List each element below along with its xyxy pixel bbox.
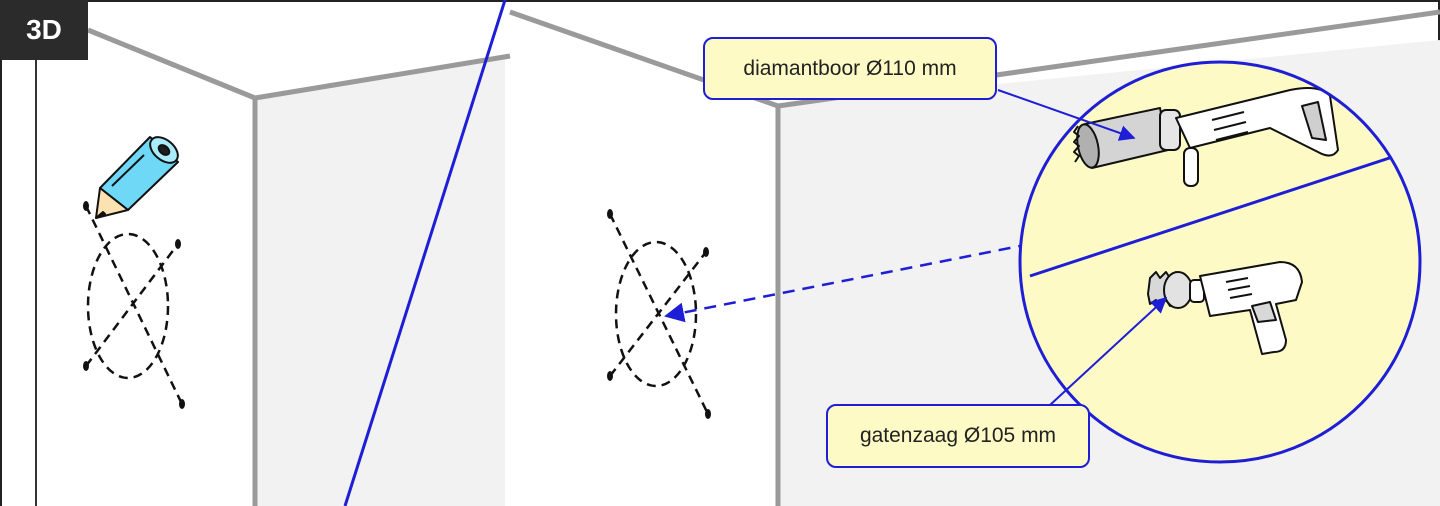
pencil-icon — [95, 136, 179, 219]
hole-saw-drill-icon — [1147, 261, 1303, 355]
left-wall-corner — [35, 27, 511, 506]
marking-template-center — [608, 213, 710, 415]
callout-hole-saw-label: gatenzaag Ø105 mm — [859, 424, 1057, 447]
tool-magnifier — [1018, 60, 1422, 464]
step-badge: 3D — [0, 0, 88, 60]
callout-hole-saw: gatenzaag Ø105 mm — [826, 404, 1090, 468]
marking-template-left — [84, 205, 184, 405]
leader-line-hole-saw — [1049, 296, 1168, 406]
leader-line-diamond-drill — [997, 89, 1136, 141]
marking-points-left — [83, 201, 185, 409]
callout-diamond-drill-label: diamantboor Ø110 mm — [743, 56, 957, 80]
divider-line — [343, 0, 507, 506]
marking-points-center — [607, 209, 711, 419]
callout-diamond-drill: diamantboor Ø110 mm — [703, 37, 997, 100]
drill-direction-arrow — [664, 242, 1031, 323]
